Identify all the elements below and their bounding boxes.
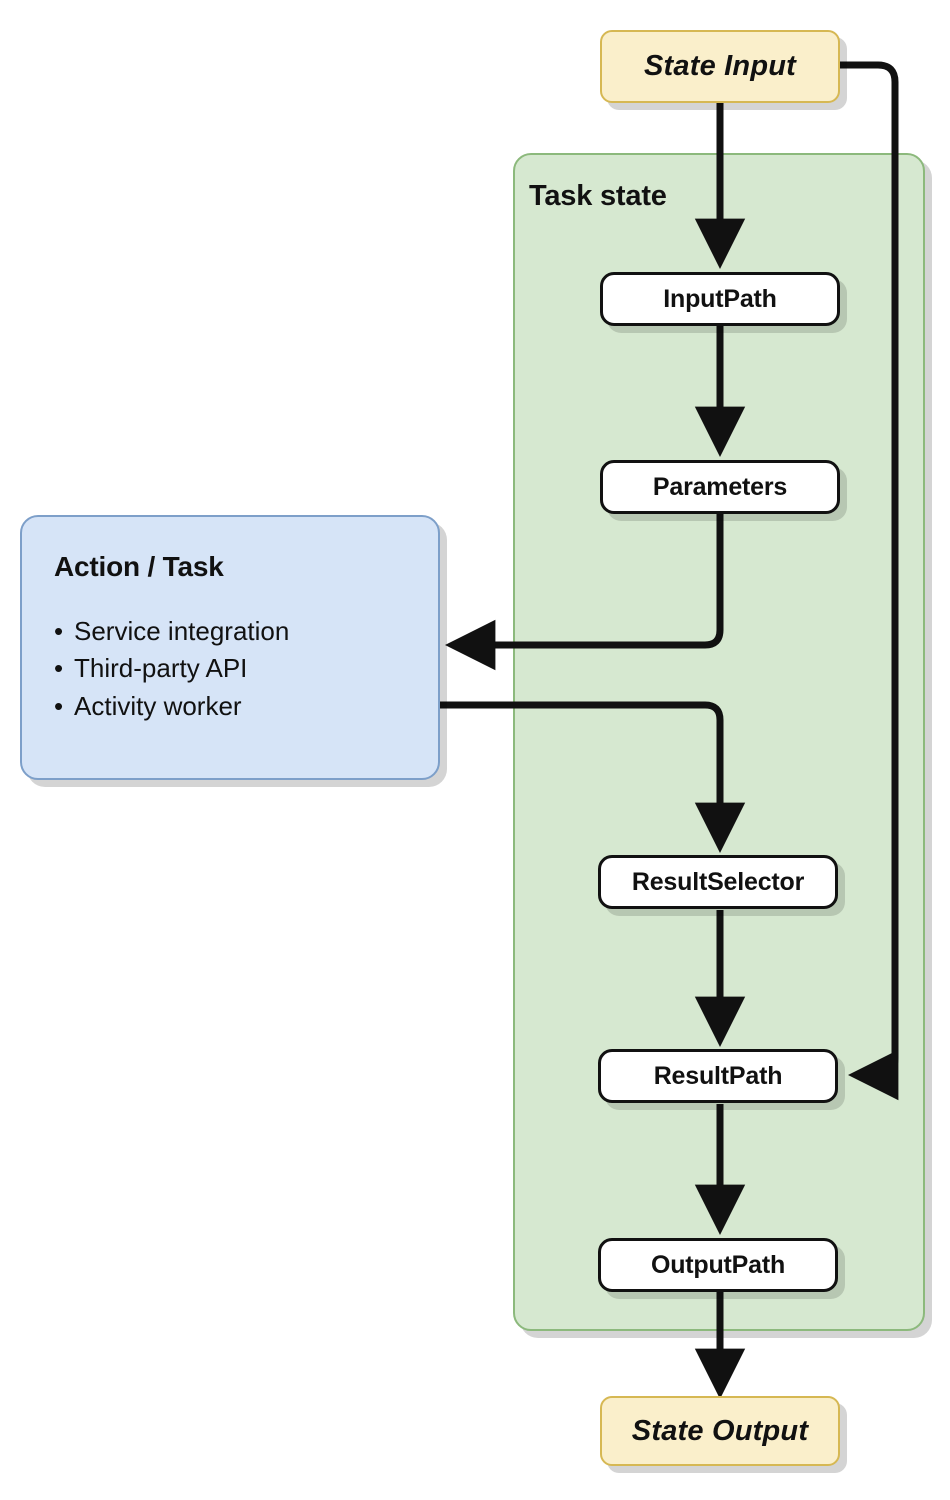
step-resultselector[interactable]: ResultSelector xyxy=(598,855,838,909)
action-task-panel[interactable]: Action / Task • Service integration • Thir… xyxy=(20,515,440,780)
step-resultselector-label: ResultSelector xyxy=(631,867,805,896)
list-item: • Service integration xyxy=(54,613,438,650)
step-inputpath[interactable]: InputPath xyxy=(600,272,840,326)
connector-parameters-to-action xyxy=(444,514,724,671)
state-input-node[interactable]: State Input xyxy=(600,30,840,103)
step-parameters-label: Parameters xyxy=(652,472,788,501)
action-task-list: • Service integration • Third-party API • A… xyxy=(54,613,438,725)
state-input-label: State Input xyxy=(643,50,797,82)
state-output-label: State Output xyxy=(631,1414,809,1447)
action-item-label: Third-party API xyxy=(74,653,248,684)
action-item-label: Service integration xyxy=(74,616,290,646)
step-outputpath[interactable]: OutputPath xyxy=(598,1238,838,1292)
action-item-label: Activity worker xyxy=(74,690,242,721)
bullet-icon: • xyxy=(54,690,64,721)
bullet-icon: • xyxy=(54,616,64,646)
step-inputpath-label: InputPath xyxy=(663,284,777,313)
list-item: • Third-party API xyxy=(54,650,438,687)
step-outputpath-label: OutputPath xyxy=(650,1250,786,1279)
list-item: • Activity worker xyxy=(54,688,438,725)
task-state-label: Task state xyxy=(529,180,667,212)
action-task-title: Action / Task xyxy=(54,551,224,582)
step-parameters[interactable]: Parameters xyxy=(600,460,840,514)
bullet-icon: • xyxy=(54,653,64,684)
step-resultpath-label: ResultPath xyxy=(653,1061,783,1090)
state-output-node[interactable]: State Output xyxy=(600,1396,840,1466)
connector-input-to-resultpath xyxy=(840,61,899,1101)
connector-action-to-resultselector xyxy=(440,701,746,854)
step-resultpath[interactable]: ResultPath xyxy=(598,1049,838,1103)
